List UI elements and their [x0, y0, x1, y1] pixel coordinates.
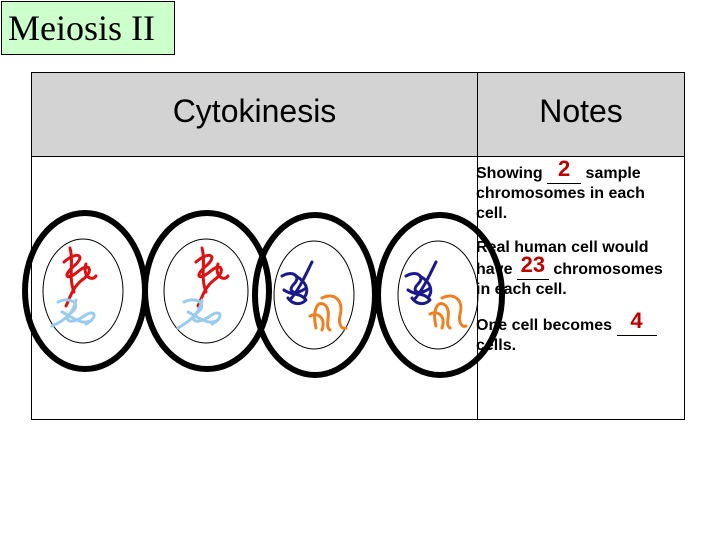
note-text: cells. — [476, 337, 517, 354]
answer-value: 2 — [557, 156, 571, 181]
column-divider — [477, 73, 478, 419]
light-blue-chromosome — [50, 298, 96, 328]
slide-title: Meiosis II — [1, 1, 175, 55]
daughter-cell-3 — [252, 212, 378, 378]
navy-chromosome — [280, 260, 314, 306]
daughter-cell-4 — [375, 212, 505, 378]
note-cell-count: One cell becomes 4 cells. — [476, 310, 676, 356]
answer-value: 4 — [630, 308, 643, 333]
note-text: Showing — [476, 165, 548, 182]
note-human-chromosomes: Real human cell would have 23 chromosome… — [476, 238, 676, 300]
orange-chromosome — [428, 294, 468, 330]
notes-header: Notes — [539, 93, 623, 129]
answer-blank: 23 — [516, 254, 549, 280]
notes-column: Showing 2 sample chromosomes in each cel… — [476, 158, 676, 370]
daughter-cell-2 — [142, 210, 272, 372]
note-sample-chromosomes: Showing 2 sample chromosomes in each cel… — [476, 158, 676, 224]
light-blue-chromosome — [176, 298, 222, 330]
answer-value: 23 — [520, 252, 546, 277]
daughter-cell-1 — [22, 210, 148, 372]
note-text: sample chromosomes in each cell. — [476, 165, 645, 222]
navy-chromosome — [404, 260, 438, 306]
table-header-row — [32, 73, 684, 157]
answer-blank: 2 — [547, 158, 582, 184]
red-chromosome — [62, 246, 98, 308]
note-text: One cell becomes — [476, 317, 617, 334]
orange-chromosome — [308, 294, 348, 332]
cytokinesis-header: Cytokinesis — [172, 93, 337, 129]
note-text: chromosomes in each cell. — [476, 261, 663, 298]
note-text: Real human cell would have — [476, 239, 649, 278]
answer-blank: 4 — [616, 310, 657, 336]
notes-table: Cytokinesis Notes — [31, 72, 685, 420]
red-chromosome — [194, 246, 230, 308]
